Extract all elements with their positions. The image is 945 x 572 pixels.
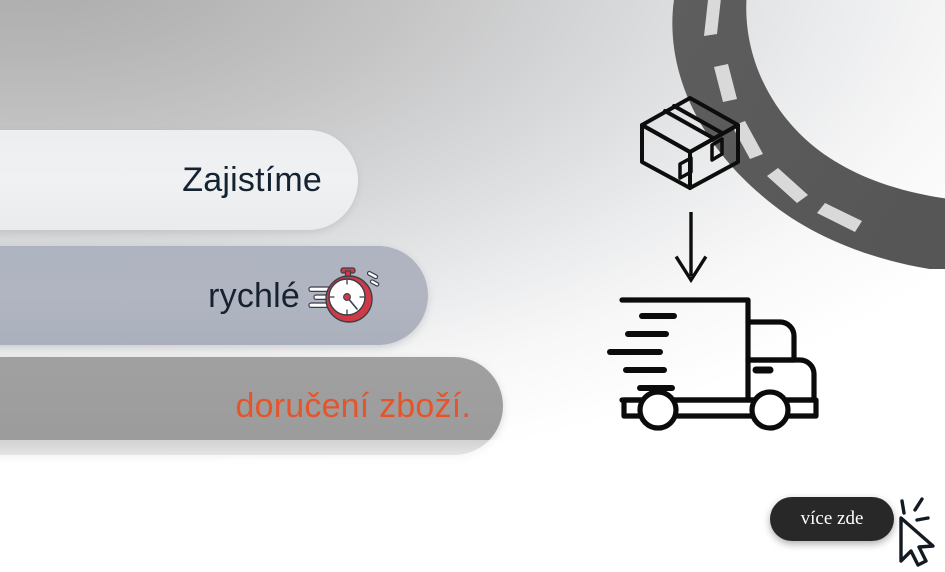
down-arrow-illustration: [672, 208, 712, 288]
headline-line-2: rychlé: [208, 276, 300, 315]
headline-bar-3: doručení zboží.: [0, 357, 503, 455]
headline-bar-2: rychlé: [0, 246, 428, 345]
delivery-truck-illustration: [604, 288, 832, 436]
delivery-truck-icon: [607, 297, 819, 431]
headline-line-3: doručení zboží.: [235, 387, 471, 425]
more-here-button[interactable]: více zde: [770, 497, 894, 541]
package-box-icon: [640, 96, 740, 190]
headline-bar-1: Zajistíme: [0, 130, 358, 230]
stopwatch-icon: [308, 266, 380, 323]
headline-line-1: Zajistíme: [182, 161, 322, 199]
package-box-illustration: [634, 92, 746, 192]
down-arrow-icon: [674, 212, 708, 284]
